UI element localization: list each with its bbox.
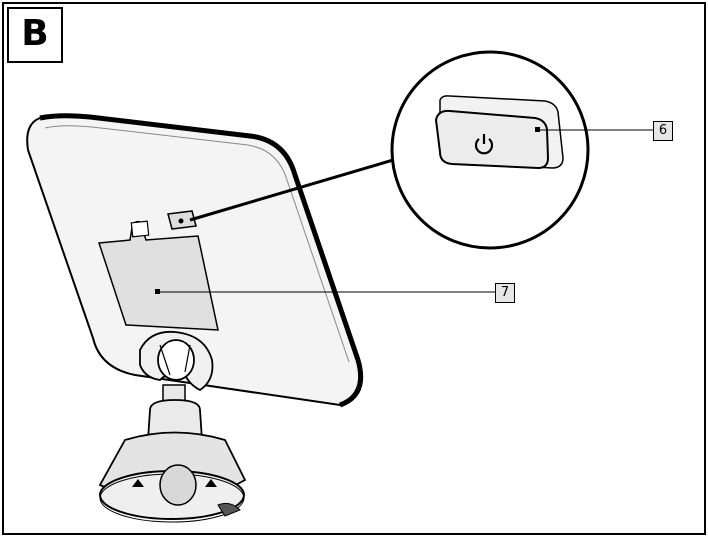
figure-letter: B xyxy=(7,7,63,63)
ball-joint xyxy=(139,330,214,392)
callout-6: 6 xyxy=(653,121,673,141)
power-button-small xyxy=(167,210,197,230)
power-button-large xyxy=(434,109,550,170)
zoom-circle xyxy=(390,50,590,250)
power-icon xyxy=(474,134,494,155)
battery-cover xyxy=(97,220,219,331)
zoom-connector-line xyxy=(189,156,401,222)
callout-7: 7 xyxy=(495,283,515,303)
suction-base xyxy=(98,431,247,523)
